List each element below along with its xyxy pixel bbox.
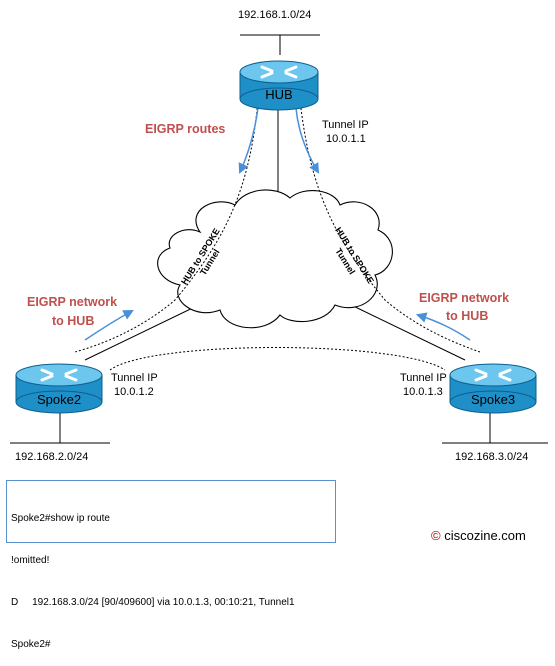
router-icon <box>449 363 537 414</box>
spoke3-tunnel-ip-label: Tunnel IP <box>400 372 447 384</box>
arrow-icon <box>415 312 471 341</box>
arrow-icon <box>238 107 259 174</box>
cli-line: D 192.168.3.0/24 [90/409600] via 10.0.1.… <box>11 597 295 608</box>
eigrp-network-left-line2: to HUB <box>52 314 94 328</box>
spoke2-lan-label: 192.168.2.0/24 <box>15 451 88 463</box>
network-diagram: HUB Spoke2 Spoke3 192.168.1.0/24 192.168… <box>10 9 548 463</box>
spoke3-name: Spoke3 <box>471 392 515 407</box>
arrow-icon <box>84 310 134 341</box>
copyright-icon: © <box>431 528 441 543</box>
router-spoke3: Spoke3 <box>449 363 537 414</box>
cli-line: !omitted! <box>11 555 50 566</box>
router-spoke2: Spoke2 <box>15 363 103 414</box>
eigrp-routes-label: EIGRP routes <box>145 122 225 136</box>
eigrp-network-right-line1: EIGRP network <box>419 291 509 305</box>
router-icon <box>15 363 103 414</box>
spoke2-tunnel-ip: 10.0.1.2 <box>114 386 154 398</box>
spoke2-name: Spoke2 <box>37 392 81 407</box>
hub-tunnel-ip-label: Tunnel IP <box>322 119 369 131</box>
cli-line: Spoke2# <box>11 639 51 650</box>
router-hub: HUB <box>239 60 319 111</box>
copyright-notice: © ciscozine.com <box>431 528 526 543</box>
lan-links <box>10 34 548 444</box>
hub-tunnel-ip: 10.0.1.1 <box>326 133 366 145</box>
spoke2-tunnel-ip-label: Tunnel IP <box>111 372 158 384</box>
eigrp-network-left-line1: EIGRP network <box>27 295 117 309</box>
hub-name: HUB <box>265 87 292 102</box>
eigrp-network-right-line2: to HUB <box>446 309 488 323</box>
eigrp-arrows <box>84 107 471 341</box>
spoke3-tunnel-ip: 10.0.1.3 <box>403 386 443 398</box>
cli-line: Spoke2#show ip route <box>11 513 110 524</box>
hub-lan-label: 192.168.1.0/24 <box>238 9 311 21</box>
spoke3-lan-label: 192.168.3.0/24 <box>455 451 528 463</box>
router-icon <box>239 60 319 111</box>
copyright-text: ciscozine.com <box>444 528 526 543</box>
cli-output-box: Spoke2#show ip route !omitted! D 192.168… <box>6 480 336 650</box>
physical-links <box>84 100 466 361</box>
arrow-icon <box>295 107 320 174</box>
